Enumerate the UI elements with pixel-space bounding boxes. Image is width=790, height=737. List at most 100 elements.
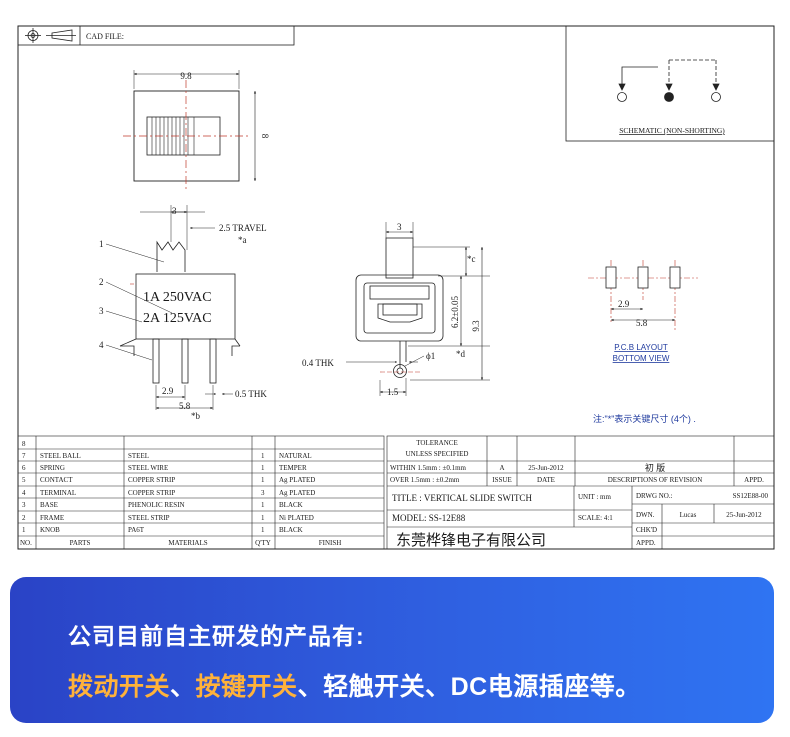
front-dim-height: 6.2±0.05	[450, 296, 460, 328]
technical-drawing: CAD FILE: SCHEMATIC (NON-SHORTING)	[17, 25, 775, 550]
part-name: CONTACT	[40, 476, 73, 484]
part-finish: NATURAL	[279, 452, 312, 460]
part-no: 7	[22, 452, 26, 460]
date-label: DATE	[537, 476, 555, 484]
part-qty: 3	[261, 489, 265, 497]
part-finish: Ni PLATED	[279, 514, 314, 522]
part-finish: Ag PLATED	[279, 476, 315, 484]
table-header: NO. PARTS MATERIALS Q'TY FINISH	[20, 539, 341, 547]
header-parts: PARTS	[70, 539, 91, 547]
end-mark: 。	[615, 673, 641, 701]
top-width-dim: 9.8	[180, 71, 192, 81]
projection-symbol-icon	[25, 28, 76, 43]
front-thk-dim: 0.4 THK	[302, 358, 334, 368]
tolerance-within: WITHIN 1.5mm : ±0.1mm	[390, 464, 467, 472]
pcb-subtitle: BOTTOM VIEW	[613, 354, 670, 363]
unit-label: UNIT : mm	[578, 493, 611, 501]
separator: 、	[425, 673, 451, 701]
top-height-dim: 8	[260, 134, 270, 139]
table-row: 3 BASE PHENOLIC RESIN 1 BLACK	[22, 501, 303, 509]
parts-table	[17, 435, 385, 550]
part-no: 8	[22, 440, 26, 448]
product-banner: 公司目前自主研发的产品有: 拨动开关、按键开关、轻触开关、DC电源插座等。	[10, 577, 774, 723]
side-thk-dim: 0.5 THK	[235, 389, 267, 399]
part-qty: 1	[261, 476, 265, 484]
pcb-span-dim: 5.8	[636, 318, 648, 328]
part-qty: 1	[261, 514, 265, 522]
part-name: STEEL BALL	[40, 452, 81, 460]
company-name: 东莞桦锋电子有限公司	[396, 532, 546, 549]
part-material: STEEL WIRE	[128, 464, 168, 472]
front-dim-total: 9.3	[471, 320, 481, 332]
key-dimension-note: 注:"*"表示关键尺寸 (4个) .	[593, 413, 696, 424]
part-no: 3	[22, 501, 26, 509]
revision-date: 25-Jun-2012	[528, 464, 564, 472]
side-pitch-dim: 2.9	[162, 386, 174, 396]
separator: 、	[170, 673, 196, 701]
appd2-label: APPD.	[636, 539, 656, 547]
table-row: 7 STEEL BALL STEEL 1 NATURAL	[22, 452, 312, 460]
side-span-dim: 5.8	[179, 401, 191, 411]
part-material: COPPER STRIP	[128, 476, 175, 484]
part-qty: 1	[261, 501, 265, 509]
banner-heading: 公司目前自主研发的产品有:	[68, 623, 365, 649]
front-view: 3 *c 6.2±0.05 9.3 *d 0.4 THK ϕ1 1.5	[302, 222, 490, 397]
pcb-layout: 2.9 5.8 P.C.B LAYOUT BOTTOM VIEW	[588, 260, 698, 363]
part-material: PA6T	[128, 526, 145, 534]
dwn-name: Lucas	[680, 511, 697, 519]
callout-1: 1	[99, 239, 104, 249]
part-finish: Ag PLATED	[279, 489, 315, 497]
revision-desc-label: DESCRIPTIONS OF REVISION	[608, 476, 703, 484]
product-slide-switch: 拨动开关	[68, 673, 171, 701]
schematic: SCHEMATIC (NON-SHORTING)	[565, 25, 775, 142]
product-list: 拨动开关、按键开关、轻触开关、DC电源插座等。	[68, 667, 641, 703]
part-name: BASE	[40, 501, 58, 509]
table-row: 2 FRAME STEEL STRIP 1 Ni PLATED	[22, 514, 314, 522]
cad-file-label: CAD FILE:	[86, 32, 124, 41]
header-no: NO.	[20, 539, 32, 547]
schematic-caption: SCHEMATIC (NON-SHORTING)	[619, 126, 725, 135]
part-no: 2	[22, 514, 26, 522]
part-qty: 1	[261, 464, 265, 472]
first-edition: 初 版	[645, 462, 665, 473]
part-no: 5	[22, 476, 26, 484]
part-material: PHENOLIC RESIN	[128, 501, 185, 509]
part-name: FRAME	[40, 514, 64, 522]
part-material: STEEL	[128, 452, 149, 460]
table-row: 6 SPRING STEEL WIRE 1 TEMPER	[22, 464, 307, 472]
part-finish: TEMPER	[279, 464, 307, 472]
part-qty: 1	[261, 526, 265, 534]
table-row: 1 KNOB PA6T 1 BLACK	[22, 526, 303, 534]
part-no: 4	[22, 489, 26, 497]
side-view: 3 2.5 TRAVEL *a 1A 250VAC 2A 125VAC 1 2 …	[99, 205, 267, 421]
header-materials: MATERIALS	[168, 539, 207, 547]
part-qty: 1	[261, 452, 265, 460]
model-label: MODEL: SS-12E88	[392, 513, 466, 523]
parts-rows: 8 7 STEEL BALL STEEL 1 NATURAL 6 SPRING …	[20, 440, 341, 547]
pcb-title: P.C.B LAYOUT	[614, 343, 668, 352]
tolerance-label: TOLERANCE	[416, 439, 457, 447]
table-row: 8	[22, 440, 26, 448]
part-name: TERMINAL	[40, 489, 76, 497]
rating-line-1: 1A 250VAC	[143, 290, 212, 305]
table-row: 4 TERMINAL COPPER STRIP 3 Ag PLATED	[22, 489, 315, 497]
part-name: SPRING	[40, 464, 65, 472]
separator: 、	[297, 673, 324, 701]
mark-d: *d	[456, 349, 466, 359]
mark-c: *c	[467, 254, 476, 264]
header-qty: Q'TY	[255, 539, 271, 547]
title-block-text: TOLERANCE UNLESS SPECIFIED WITHIN 1.5mm …	[390, 439, 768, 549]
drawing-title: TITLE : VERTICAL SLIDE SWITCH	[392, 493, 532, 503]
dwn-label: DWN.	[636, 511, 655, 519]
header-finish: FINISH	[319, 539, 342, 547]
part-material: COPPER STRIP	[128, 489, 175, 497]
chkd-label: CHK'D	[636, 526, 657, 534]
callout-3: 3	[99, 306, 104, 316]
part-finish: BLACK	[279, 526, 303, 534]
product-push-switch: 按键开关	[195, 673, 298, 701]
front-dim-bottom: 1.5	[387, 387, 399, 397]
part-no: 6	[22, 464, 26, 472]
front-dim-top: 3	[397, 222, 402, 232]
tolerance-over: OVER 1.5mm : ±0.2mm	[390, 476, 460, 484]
travel-dim: 2.5 TRAVEL	[219, 223, 267, 233]
